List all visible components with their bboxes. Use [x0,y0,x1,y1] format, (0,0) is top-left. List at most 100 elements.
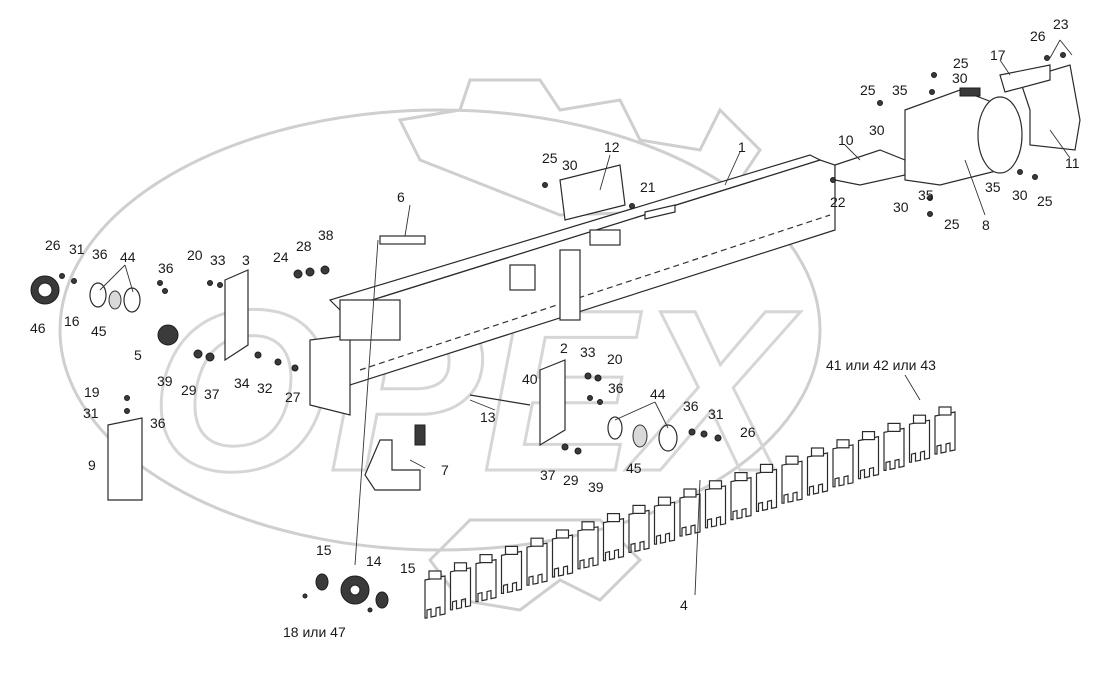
callout-45-right: 45 [626,460,642,476]
mid-drive [469,359,678,452]
callout-15-left: 15 [316,542,332,558]
blade-segment [781,460,803,504]
callout-30-a: 30 [952,70,968,86]
fasteners [59,52,1066,613]
callout-labels: 1 2 3 4 5 6 7 8 9 10 11 12 13 14 15 15 1… [30,16,1080,640]
blade-tab [938,406,952,416]
blade-tab [632,504,646,514]
lower-sprocket [315,573,389,609]
callout-10: 10 [838,132,854,148]
callout-8: 8 [982,217,990,233]
callout-33-left: 33 [210,252,226,268]
blade-segment [679,493,701,537]
callout-44-right: 44 [650,386,666,402]
callout-26-left: 26 [45,237,61,253]
callout-41-42-43: 41 или 42 или 43 [826,357,936,373]
callout-20-left: 20 [187,247,203,263]
callout-37-left: 37 [204,386,220,402]
blade-segment [832,444,854,488]
callout-4: 4 [680,597,688,613]
callout-25-d: 25 [1037,193,1053,209]
cover-strip [999,64,1051,93]
callout-12: 12 [604,139,620,155]
blade-tab [810,447,825,457]
blade-segment [577,526,599,570]
blade-segment [730,476,752,521]
callout-34: 34 [234,375,250,391]
blade-segment [704,485,727,529]
blade-segment [424,575,446,619]
blade-segment [806,452,829,496]
callout-36-mid: 36 [158,260,174,276]
callout-17: 17 [990,47,1006,63]
blade-tab [785,455,799,465]
blade-tab [581,521,595,531]
callout-19: 19 [84,384,100,400]
callout-2: 2 [560,340,568,356]
callout-25-c: 25 [542,150,558,166]
callout-30-d: 30 [1012,187,1028,203]
blade-segment [475,558,497,603]
callout-27: 27 [285,389,301,405]
blade-segment [755,468,778,512]
callout-30-b: 30 [869,122,885,138]
blade-segment [908,419,931,463]
callout-9: 9 [88,457,96,473]
callout-26-right: 26 [740,424,756,440]
callout-30-c: 30 [562,157,578,173]
blade-segment [602,517,625,562]
callout-24: 24 [273,249,289,265]
bracket [834,149,906,186]
blade-tab [708,480,723,490]
callout-13: 13 [480,409,496,425]
callout-25-b: 25 [860,82,876,98]
callout-20-right: 20 [607,351,623,367]
callout-11: 11 [1065,155,1080,171]
callout-22: 22 [830,194,846,210]
callout-35-b: 35 [985,179,1001,195]
blade-tab [530,537,544,547]
callout-25-a: 25 [953,55,969,71]
callout-46: 46 [30,320,46,336]
callout-5: 5 [134,347,142,363]
lever-top [414,424,426,446]
callout-29-right: 29 [563,472,579,488]
shaft [354,235,426,566]
curved-cover [1019,64,1081,151]
blade-segment [883,427,905,471]
callout-35-c: 35 [918,187,934,203]
callout-39-right: 39 [588,479,604,495]
callout-30-e: 30 [893,199,909,215]
blade-segment [500,550,523,594]
callout-6: 6 [397,189,405,205]
leaders [99,39,1073,596]
callout-25-e: 25 [944,216,960,232]
callout-7: 7 [441,462,449,478]
callout-33-right: 33 [580,344,596,360]
blade-tab [861,431,876,441]
callout-14: 14 [366,553,382,569]
blade-segment [526,542,548,586]
callout-16: 16 [64,313,80,329]
lever [364,439,421,491]
callout-36-lower: 36 [683,398,699,414]
callout-1: 1 [738,139,746,155]
callout-29-left: 29 [181,382,197,398]
main-beam [309,154,836,416]
blade-row [424,406,956,619]
blade-segment [551,534,574,578]
callout-18-47: 18 или 47 [283,624,346,640]
callout-31-left: 31 [69,241,85,257]
callout-45-left: 45 [91,323,107,339]
blade-tab [683,488,697,498]
small-plate [644,204,676,220]
blade-segment [857,435,880,480]
callout-44-left: 44 [120,249,136,265]
blade-tab [912,414,927,424]
blade-segment [628,509,650,553]
callout-15-right: 15 [400,560,416,576]
blade-segment [653,501,676,545]
callout-23: 23 [1053,16,1069,32]
blade-tab [479,553,493,564]
